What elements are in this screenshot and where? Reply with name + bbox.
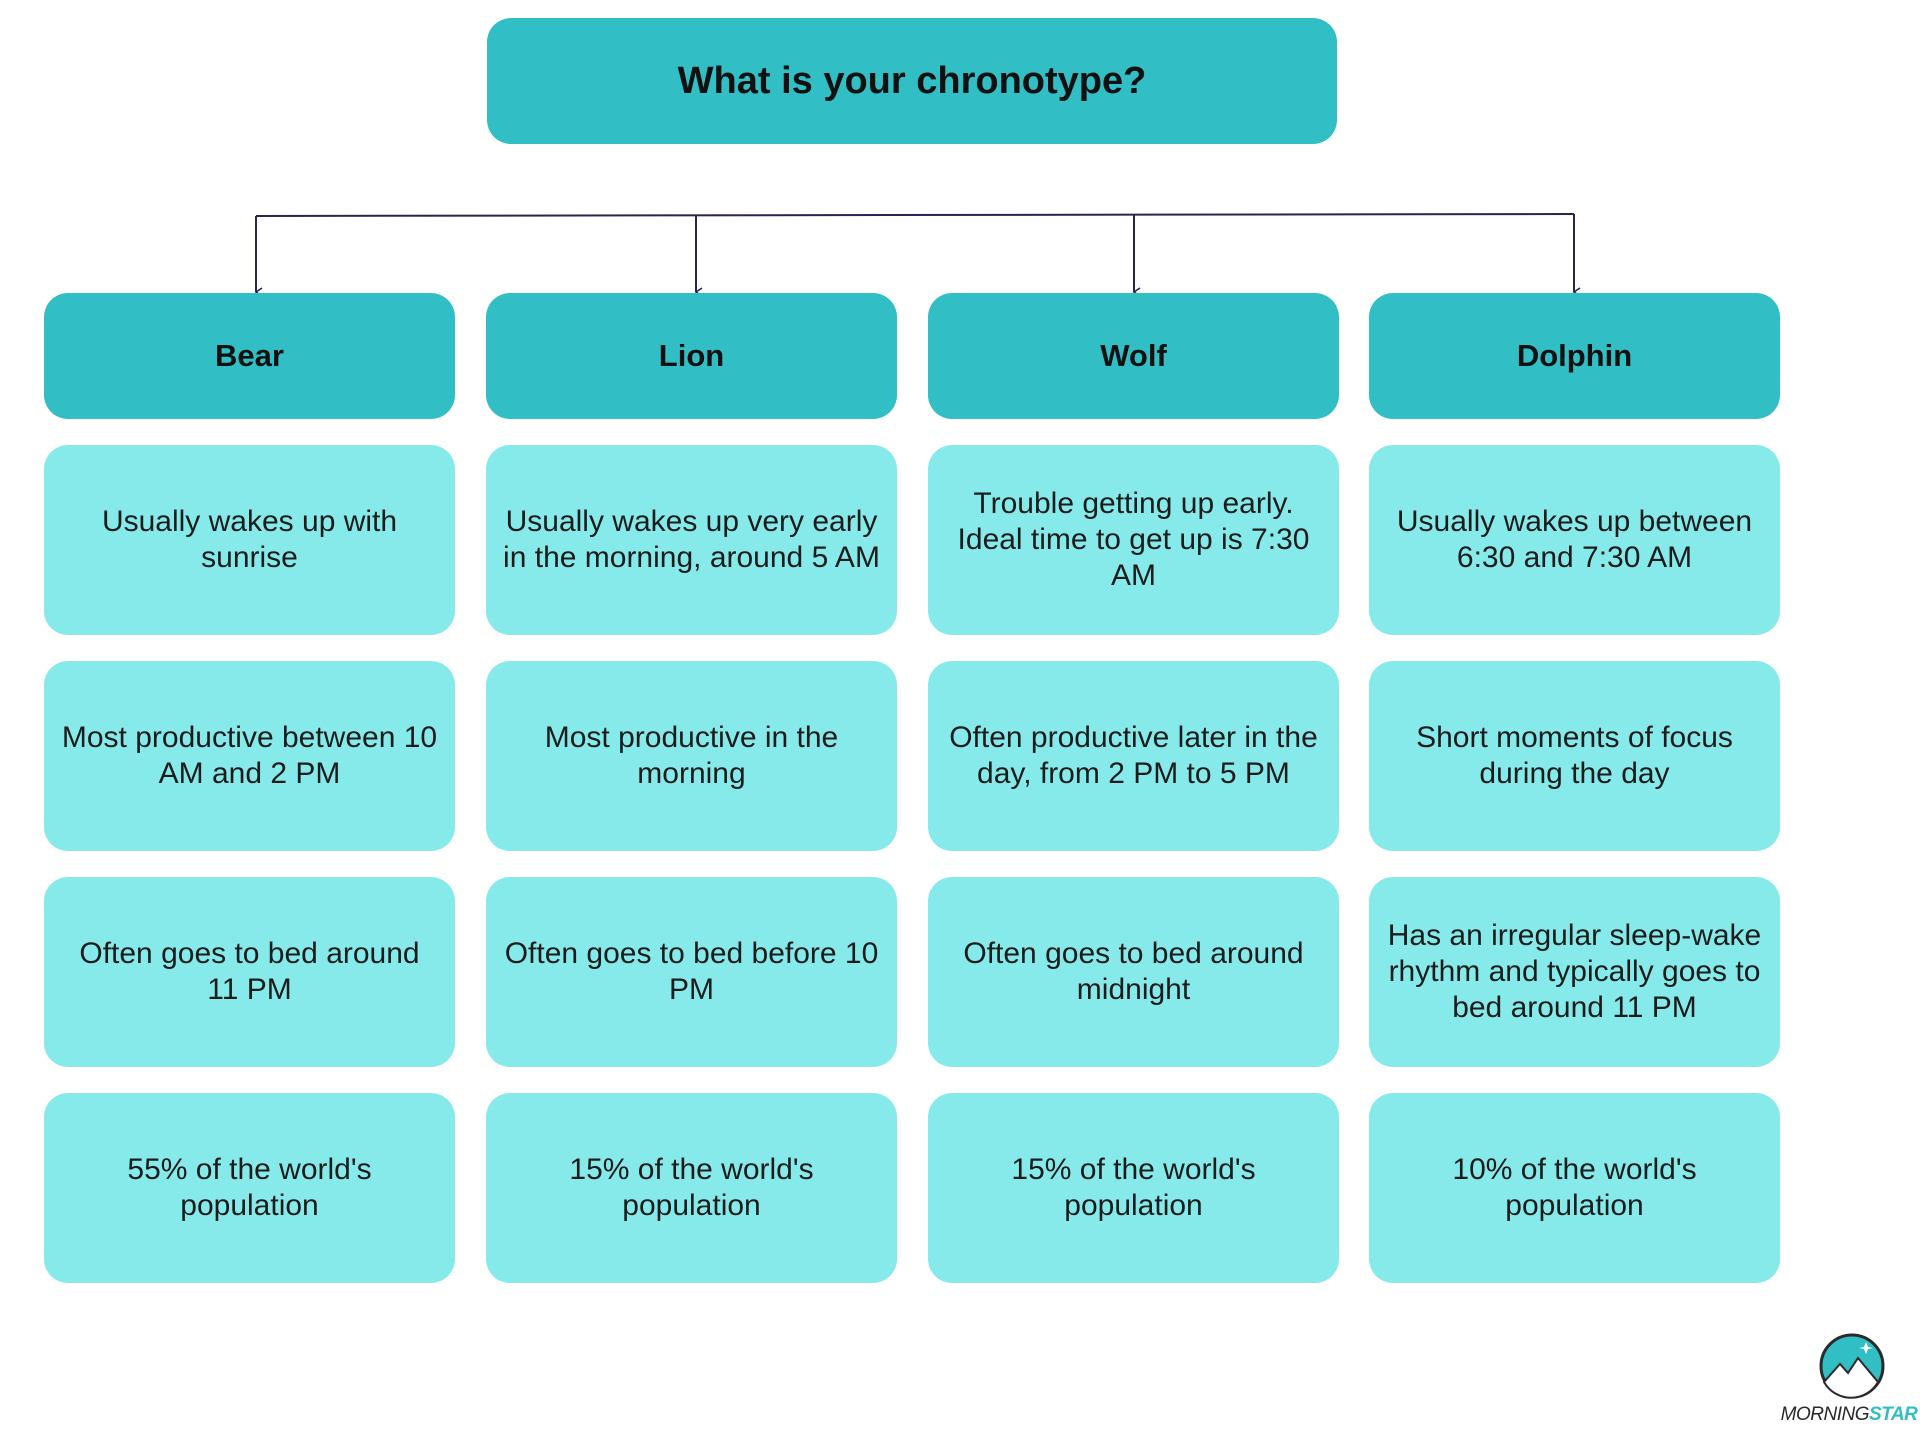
wolf-bedtime-cell: Often goes to bed around midnight [928, 877, 1339, 1067]
diagram-title: What is your chronotype? [487, 18, 1337, 144]
logo-wordmark: MORNINGSTAR [1780, 1404, 1918, 1425]
lion-population-cell: 15% of the world's population [486, 1093, 897, 1283]
chronotype-header-dolphin: Dolphin [1369, 293, 1780, 419]
bear-population-cell: 55% of the world's population [44, 1093, 455, 1283]
chronotype-header-bear: Bear [44, 293, 455, 419]
dolphin-population-cell: 10% of the world's population [1369, 1093, 1780, 1283]
chronotype-header-wolf: Wolf [928, 293, 1339, 419]
lion-wake-cell: Usually wakes up very early in the morni… [486, 445, 897, 635]
wolf-population-cell: 15% of the world's population [928, 1093, 1339, 1283]
mountain-star-icon [1819, 1333, 1885, 1399]
connector-horizontal [255, 213, 1575, 217]
bear-wake-cell: Usually wakes up with sunrise [44, 445, 455, 635]
wolf-productive-cell: Often productive later in the day, from … [928, 661, 1339, 851]
lion-bedtime-cell: Often goes to bed before 10 PM [486, 877, 897, 1067]
lion-productive-cell: Most productive in the morning [486, 661, 897, 851]
dolphin-wake-cell: Usually wakes up between 6:30 and 7:30 A… [1369, 445, 1780, 635]
wolf-wake-cell: Trouble getting up early. Ideal time to … [928, 445, 1339, 635]
bear-productive-cell: Most productive between 10 AM and 2 PM [44, 661, 455, 851]
dolphin-productive-cell: Short moments of focus during the day [1369, 661, 1780, 851]
bear-bedtime-cell: Often goes to bed around 11 PM [44, 877, 455, 1067]
morningstar-logo: MORNINGSTAR [1778, 1330, 1920, 1430]
chronotype-header-lion: Lion [486, 293, 897, 419]
dolphin-bedtime-cell: Has an irregular sleep-wake rhythm and t… [1369, 877, 1780, 1067]
